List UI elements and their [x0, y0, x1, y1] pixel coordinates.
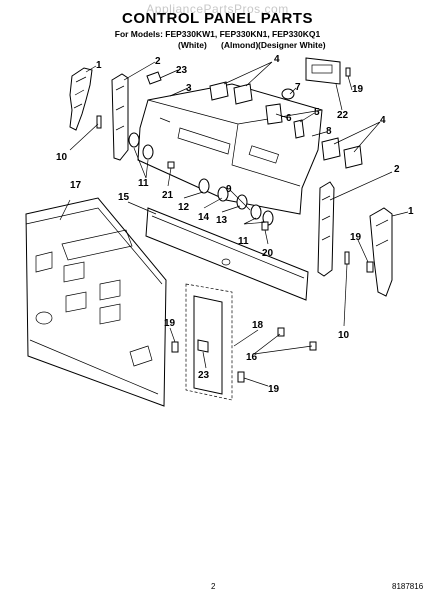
callout-labels: 1 2 23 3 4 7 19 22 5 6 8 4 10 11 21 12 1… — [56, 54, 414, 395]
callout-22: 22 — [337, 110, 349, 121]
callout-4: 4 — [380, 115, 386, 126]
callout-23: 23 — [198, 370, 210, 381]
callout-19: 19 — [352, 84, 364, 95]
part-19-screw-bottom — [237, 371, 245, 383]
callout-2: 2 — [155, 56, 161, 67]
color-almond: (Almond) — [221, 40, 259, 50]
part-7-ring — [281, 88, 295, 100]
part-19-screw-lower — [171, 341, 179, 353]
part-10-screw — [96, 115, 102, 129]
part-4-switches-top — [209, 81, 253, 105]
callout-12: 12 — [178, 202, 190, 213]
callout-4: 4 — [274, 54, 280, 65]
callout-1: 1 — [408, 206, 414, 217]
callout-23: 23 — [176, 65, 188, 76]
watermark: AppliancePartsPros.com — [146, 2, 289, 16]
part-4-switches-right — [321, 137, 363, 169]
small-screws — [167, 67, 351, 231]
callout-3: 3 — [186, 83, 192, 94]
part-15-trim-panel — [145, 207, 309, 301]
document-number: 8187816 — [392, 582, 424, 591]
callout-16: 16 — [246, 352, 258, 363]
part-3-control-console — [128, 83, 323, 226]
callout-19: 19 — [268, 384, 280, 395]
callout-18: 18 — [252, 320, 264, 331]
callout-15: 15 — [118, 192, 130, 203]
callout-19: 19 — [164, 318, 176, 329]
part-22-clock — [305, 57, 341, 85]
page-number: 2 — [211, 582, 216, 591]
callout-21: 21 — [162, 190, 174, 201]
callout-10: 10 — [56, 152, 68, 163]
part-16-clips — [277, 327, 317, 351]
callout-1: 1 — [96, 60, 102, 71]
part-2-right-bracket — [317, 181, 335, 277]
part-23-clip — [146, 71, 162, 85]
callout-5: 5 — [314, 107, 320, 118]
callout-7: 7 — [295, 82, 301, 93]
part-18-channel — [185, 283, 233, 401]
part-1-right-end-cap — [369, 207, 393, 297]
part-19-screw-right — [366, 261, 374, 273]
callout-14: 14 — [198, 212, 210, 223]
color-white: (White) — [178, 40, 207, 50]
leader-lines — [59, 61, 409, 387]
callout-10: 10 — [338, 330, 350, 341]
callout-11: 11 — [238, 236, 249, 247]
callout-6: 6 — [286, 113, 292, 124]
callout-17: 17 — [70, 180, 82, 191]
callout-8: 8 — [326, 126, 332, 137]
part-1-left-end-cap — [69, 67, 93, 131]
callout-9: 9 — [226, 184, 232, 195]
callout-11: 11 — [138, 178, 149, 189]
callout-2: 2 — [394, 164, 400, 175]
part-10-screw-right — [344, 251, 350, 265]
callout-20: 20 — [262, 248, 274, 259]
callout-13: 13 — [216, 215, 228, 226]
part-2-left-bracket — [111, 73, 129, 161]
callout-19: 19 — [350, 232, 362, 243]
part-6-switch — [265, 103, 305, 139]
part-17-rear-panel — [25, 197, 167, 407]
page-title: CONTROL PANEL PARTS — [122, 10, 313, 27]
color-designer-white: (Designer White) — [258, 40, 326, 50]
models-line: For Models: FEP330KW1, FEP330KN1, FEP330… — [114, 29, 321, 39]
